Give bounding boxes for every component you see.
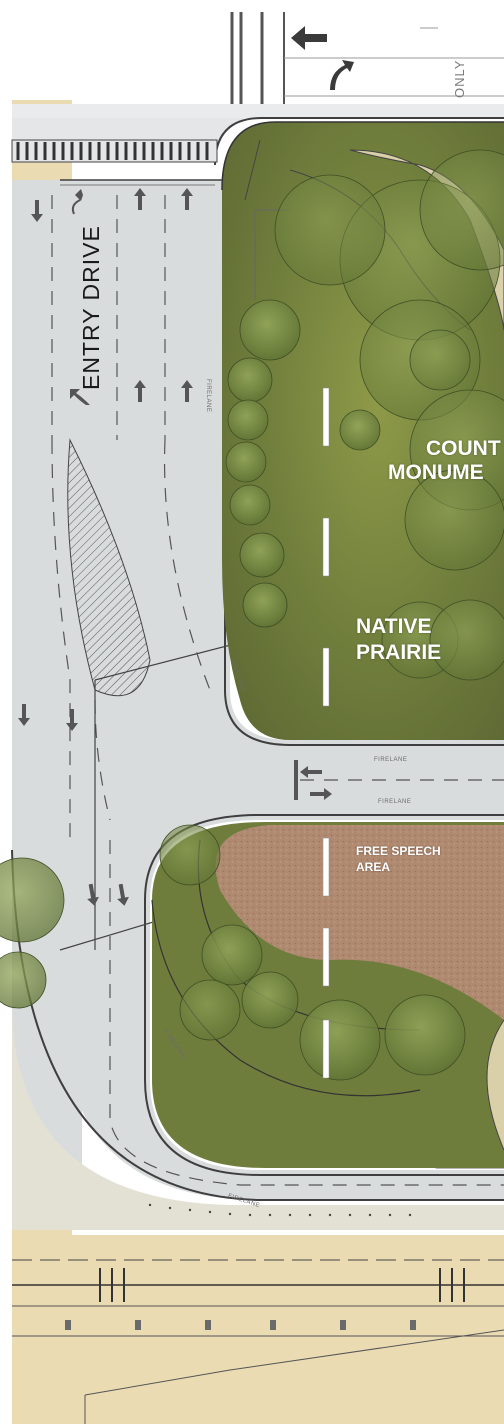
firelane-label: FIRELANE bbox=[205, 379, 211, 413]
entry-drive-lanes bbox=[12, 180, 504, 1200]
west-trees bbox=[0, 857, 65, 1009]
dot-row bbox=[148, 1203, 412, 1217]
lane-dashes bbox=[51, 195, 504, 1186]
free-speech-area-label-line2: AREA bbox=[356, 860, 391, 874]
vertical-posts bbox=[99, 1268, 465, 1302]
firelane-label: FIRELANE bbox=[374, 757, 408, 763]
hatched-median bbox=[67, 438, 151, 697]
curb-south-island bbox=[144, 814, 504, 1176]
turn-arrow-icon bbox=[70, 60, 354, 405]
crosswalk-top bbox=[11, 139, 218, 163]
free-speech-gravel bbox=[215, 825, 504, 1020]
curb-island-west bbox=[224, 180, 504, 746]
lane-markers-north bbox=[322, 387, 330, 707]
south-island-trees bbox=[159, 824, 466, 1081]
free-speech-area-label-line1: FREE SPEECH bbox=[356, 844, 441, 858]
north-island-trees bbox=[225, 149, 504, 681]
entry-drive-label: ENTRY DRIVE bbox=[78, 225, 104, 390]
firelane-label: FIRELANE bbox=[378, 799, 412, 805]
crosswalk-stripes bbox=[16, 142, 209, 160]
county-monument-label-line1: COUNT bbox=[426, 437, 501, 460]
lane-markers-south bbox=[322, 837, 330, 1079]
native-prairie-label-line2: PRAIRIE bbox=[356, 641, 442, 664]
bollards bbox=[65, 1320, 416, 1330]
native-prairie-label-line1: NATIVE bbox=[356, 615, 432, 638]
arrow-icon bbox=[18, 26, 438, 906]
lower-plaza bbox=[12, 1235, 504, 1424]
only-street-label: ONLY bbox=[452, 59, 467, 98]
county-monument-label-line2: MONUME bbox=[388, 461, 484, 484]
